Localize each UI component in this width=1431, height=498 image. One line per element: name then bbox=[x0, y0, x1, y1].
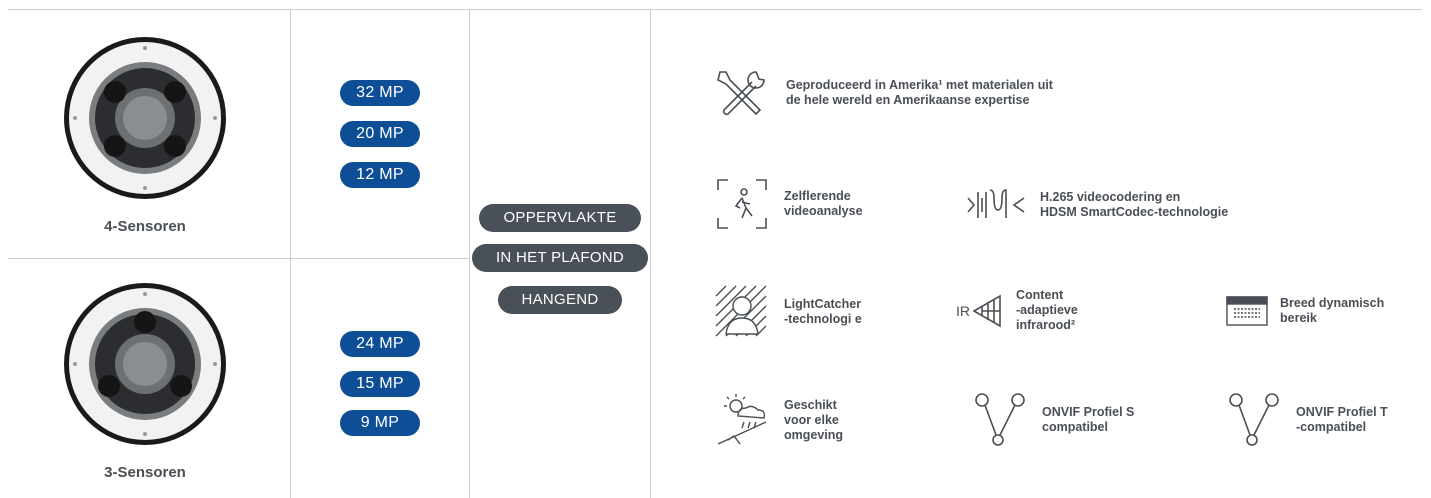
feature-adaptive-ir-text: Content -adaptieve infrarood² bbox=[1016, 288, 1078, 332]
onvif-icon bbox=[1229, 393, 1279, 446]
feature-onvif-profile-s: ONVIF Profiel S compatibel bbox=[972, 392, 1134, 448]
feature-environment-text: Geschikt voor elke omgeving bbox=[784, 397, 844, 442]
feature-lightcatcher-text: LightCatcher -technologi e bbox=[784, 297, 862, 326]
top-divider bbox=[8, 9, 1422, 10]
resolution-pill-32mp: 32 MP bbox=[340, 80, 420, 106]
mount-pill-pendant: HANGEND bbox=[498, 286, 622, 314]
waveform-icon bbox=[967, 189, 1025, 218]
resolution-pill-9mp: 9 MP bbox=[340, 410, 420, 436]
feature-onvif-t-text: ONVIF Profiel T -compatibel bbox=[1296, 405, 1388, 434]
feature-lightcatcher: LightCatcher -technologi e bbox=[714, 284, 862, 340]
camera-4-sensor-image bbox=[64, 37, 226, 199]
wdr-icon bbox=[1226, 296, 1268, 326]
resolution-pill-15mp: 15 MP bbox=[340, 371, 420, 397]
feature-wdr-text: Breed dynamisch bereik bbox=[1280, 296, 1385, 325]
feature-self-learning-text: Zelflerende videoanalyse bbox=[784, 189, 863, 218]
mount-pill-in-ceiling: IN HET PLAFOND bbox=[472, 244, 648, 272]
feature-onvif-profile-t: ONVIF Profiel T -compatibel bbox=[1226, 392, 1388, 448]
row-divider bbox=[8, 258, 469, 259]
feature-adaptive-ir: IR Content -adaptieve infrarood² bbox=[956, 288, 1078, 333]
feature-h265-text: H.265 videocodering en HDSM SmartCodec-t… bbox=[1040, 190, 1229, 219]
feature-made-in-america: Geproduceerd in Amerika¹ met materialen … bbox=[712, 68, 1053, 118]
col-divider-3 bbox=[650, 9, 651, 498]
lightcatcher-icon bbox=[715, 285, 767, 337]
resolution-pill-20mp: 20 MP bbox=[340, 121, 420, 147]
feature-wide-dynamic-range: Breed dynamisch bereik bbox=[1226, 296, 1384, 326]
camera-3-sensor-image bbox=[64, 283, 226, 445]
infrared-icon: IR bbox=[956, 294, 1002, 328]
tools-icon bbox=[717, 71, 765, 116]
onvif-icon bbox=[975, 393, 1025, 446]
feature-onvif-s-text: ONVIF Profiel S compatibel bbox=[1042, 405, 1135, 434]
feature-self-learning-analytics: Zelflerende videoanalyse bbox=[714, 176, 863, 232]
feature-made-in-america-text: Geproduceerd in Amerika¹ met materialen … bbox=[786, 78, 1053, 107]
col-divider-2 bbox=[469, 9, 470, 498]
resolution-pill-12mp: 12 MP bbox=[340, 162, 420, 188]
infrared-icon-label: IR bbox=[956, 302, 970, 319]
person-walking-icon bbox=[717, 179, 767, 229]
feature-h265-codec: H.265 videocodering en HDSM SmartCodec-t… bbox=[966, 188, 1228, 222]
sensor-label-3: 3-Sensoren bbox=[104, 464, 186, 481]
col-divider-1 bbox=[290, 9, 291, 498]
resolution-pill-24mp: 24 MP bbox=[340, 331, 420, 357]
sensor-label-4: 4-Sensoren bbox=[104, 218, 186, 235]
feature-any-environment: Geschikt voor elke omgeving bbox=[714, 392, 843, 448]
mount-pill-surface: OPPERVLAKTE bbox=[479, 204, 641, 232]
weather-icon bbox=[717, 394, 767, 445]
